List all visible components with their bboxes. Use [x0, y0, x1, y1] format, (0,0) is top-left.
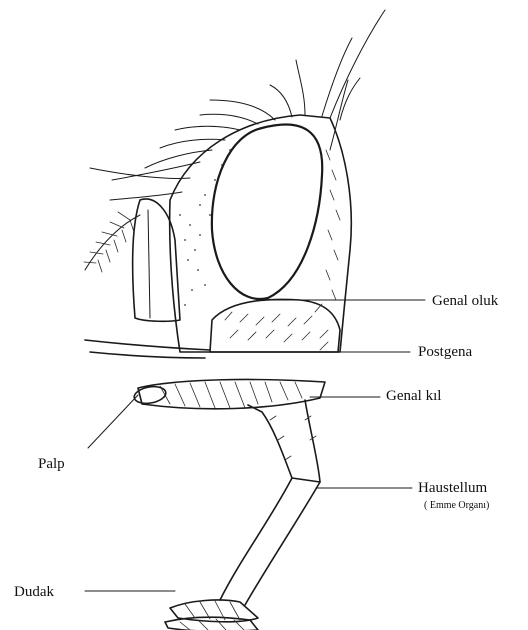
label-dudak: Dudak: [14, 584, 54, 600]
label-genal-oluk: Genal oluk: [432, 293, 499, 309]
haustellum: [248, 400, 320, 482]
head-bristles: [90, 10, 385, 200]
leader-lines: [85, 300, 425, 591]
proboscis-drawing: [133, 380, 325, 630]
label-postgena: Postgena: [418, 344, 473, 360]
label-palp: Palp: [38, 456, 65, 472]
frons-stipple: [179, 149, 231, 306]
genal-region: [210, 299, 340, 352]
head-drawing: [84, 10, 385, 358]
label-genal-kil: Genal kıl: [386, 388, 441, 404]
label-haustellum: Haustellum: [418, 480, 487, 496]
compound-eye: [212, 124, 322, 299]
label-haustellum-sub: ( Emme Organı): [424, 500, 489, 511]
leader-palp: [88, 395, 138, 448]
